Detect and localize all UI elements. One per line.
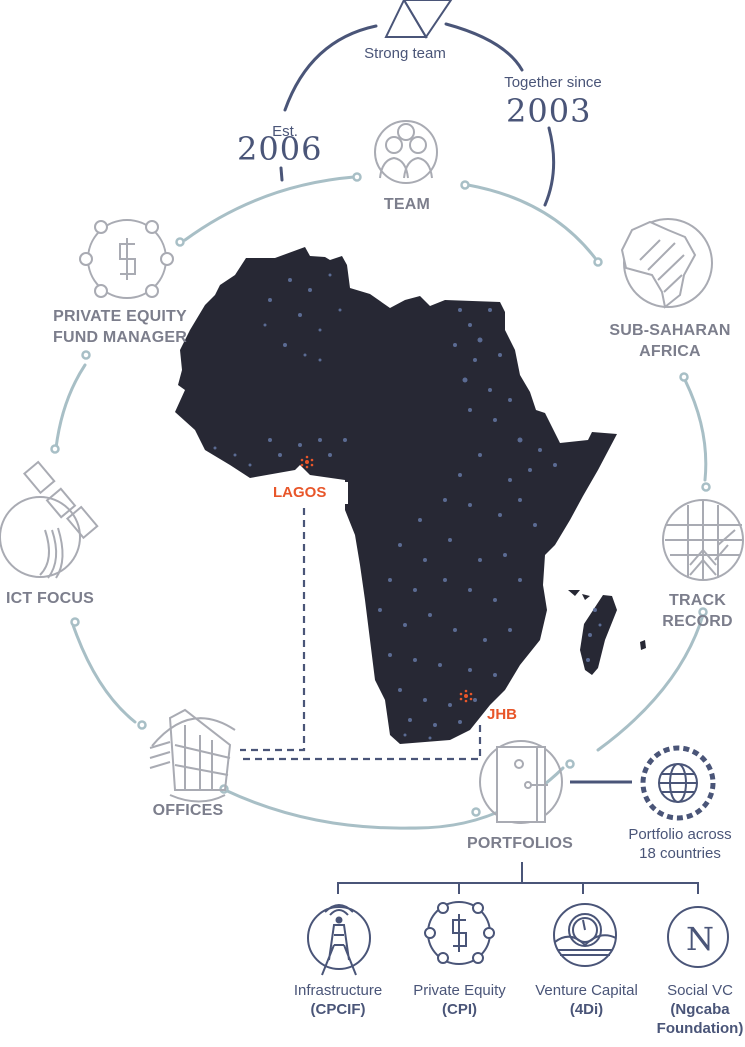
office-dashed-connectors: [240, 508, 482, 761]
branch-name: Private Equity: [413, 982, 506, 999]
ngcaba-logo-icon: [667, 906, 729, 968]
label-line: AFRICA: [639, 343, 701, 360]
node-private-equity-label: PRIVATE EQUITY FUND MANAGER: [30, 306, 210, 348]
branch-detail: Foundation): [656, 1020, 744, 1037]
jhb-marker: [459, 689, 473, 703]
branch-infrastructure: Infrastructure (CPCIF): [283, 981, 393, 1019]
branch-detail: (CPI): [442, 1001, 477, 1018]
strong-team-label: Strong team: [364, 45, 446, 62]
branch-name: Venture Capital: [535, 982, 638, 999]
node-sub-saharan-africa-label: SUB-SAHARAN AFRICA: [595, 320, 745, 362]
label-line: RECORD: [662, 613, 733, 630]
branch-detail: (Ngcaba: [670, 1001, 730, 1018]
label-line: PRIVATE EQUITY: [53, 308, 187, 325]
africa-map-icon: [620, 218, 713, 309]
node-ict-focus-label: ICT FOCUS: [5, 590, 95, 607]
ngcaba-logo-glyph: N: [686, 920, 714, 958]
clock-wave-icon: [553, 903, 617, 967]
lagos-marker: [300, 455, 314, 469]
strong-team-triangles-icon: [384, 0, 453, 39]
branch-social-vc: Social VC (Ngcaba Foundation): [655, 981, 745, 1038]
africa-map: [175, 247, 646, 744]
label-line: Portfolio across: [628, 826, 732, 843]
branch-name: Social VC: [667, 982, 733, 999]
branch-venture-capital: Venture Capital (4Di): [524, 981, 649, 1019]
branch-private-equity: Private Equity (CPI): [402, 981, 517, 1019]
city-lagos-label: LAGOS: [273, 484, 327, 501]
city-jhb-label: JHB: [487, 706, 518, 723]
track-record-grid-icon: [662, 499, 744, 581]
telecom-tower-icon: [307, 904, 371, 976]
portfolio-reach-label: Portfolio across 18 countries: [615, 825, 745, 863]
satellite-globe-icon: [0, 460, 99, 579]
label-line: FUND MANAGER: [53, 329, 187, 346]
portfolio-tree: [337, 862, 699, 894]
node-portfolios-label: PORTFOLIOS: [467, 835, 573, 852]
ring-dots: [50, 172, 711, 817]
globe-pins-icon: [640, 745, 716, 821]
strong-team-arc: [279, 22, 556, 207]
node-track-record-label: TRACK RECORD: [650, 590, 745, 632]
dollar-network-icon: [424, 901, 495, 965]
dollar-network-icon: [79, 219, 174, 299]
ring-arcs: [54, 175, 708, 830]
office-building-icon: [149, 708, 236, 803]
branch-detail: (CPCIF): [310, 1001, 366, 1018]
node-offices-label: OFFICES: [152, 802, 224, 819]
label-line: TRACK: [669, 592, 726, 609]
label-line: 18 countries: [639, 845, 721, 862]
branch-detail: (4Di): [569, 1001, 604, 1018]
together-since-year: 2003: [506, 92, 592, 130]
branch-name: Infrastructure: [293, 982, 383, 999]
est-label: Est.: [272, 123, 298, 140]
est-year: 2006: [237, 130, 323, 168]
door-icon: [479, 740, 563, 824]
together-since-label: Together since: [504, 74, 602, 91]
node-team-label: TEAM: [383, 196, 431, 213]
map-dot-pattern: [213, 273, 602, 740]
label-line: SUB-SAHARAN: [609, 322, 731, 339]
team-people-icon: [374, 120, 438, 184]
